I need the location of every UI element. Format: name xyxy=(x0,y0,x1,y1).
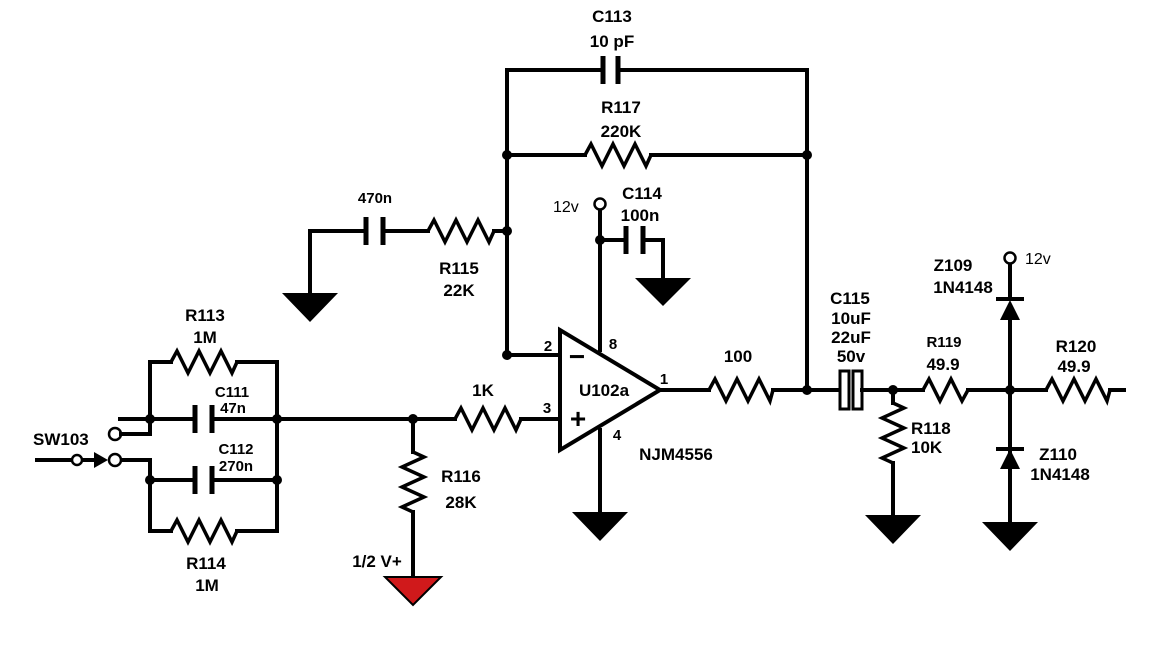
label-r113-ref: R113 xyxy=(185,306,225,325)
feedback-resistor-r117 xyxy=(505,140,809,171)
resistor-1k xyxy=(453,404,559,435)
half-supply-reference-symbol xyxy=(382,576,444,607)
capacitor-c112 xyxy=(118,458,279,494)
input-node-wire xyxy=(275,417,457,482)
label-c114-ref: C114 xyxy=(622,184,662,203)
diode-z109 xyxy=(996,263,1024,465)
label-c113-value: 10 pF xyxy=(590,32,634,51)
ground-symbol xyxy=(282,293,338,322)
label-r117-ref: R117 xyxy=(601,98,641,117)
ground-symbol xyxy=(635,278,691,306)
feedback-capacitor-c113 xyxy=(505,56,809,157)
label-c115-value-2: 22uF xyxy=(831,328,871,347)
diode-z110 xyxy=(996,447,1024,524)
label-c112-value: 270n xyxy=(219,458,253,475)
label-100-value: 100 xyxy=(724,347,752,366)
resistor-r114 xyxy=(148,478,279,547)
ground-symbol xyxy=(865,515,921,544)
pin-number-4: 4 xyxy=(613,427,622,444)
label-c113-ref: C113 xyxy=(592,7,632,26)
label-njm4556: NJM4556 xyxy=(639,445,713,464)
label-r115-value: 22K xyxy=(443,281,475,300)
label-470n-value: 470n xyxy=(358,190,392,207)
label-z109-value: 1N4148 xyxy=(933,278,993,297)
label-r116-value: 28K xyxy=(445,493,477,512)
capacitor-c115 xyxy=(838,369,925,411)
label-r113-value: 1M xyxy=(193,328,217,347)
label-r118-ref: R118 xyxy=(911,419,951,438)
resistor-r120 xyxy=(1044,375,1126,406)
supply-terminal-12v xyxy=(593,197,607,211)
capacitor-470n xyxy=(308,217,430,307)
label-r115-ref: R115 xyxy=(439,259,479,278)
label-c115-ref: C115 xyxy=(830,289,870,308)
label-z110-value: 1N4148 xyxy=(1030,465,1090,484)
label-c111-value: 47n xyxy=(220,400,246,417)
label-z110-ref: Z110 xyxy=(1039,445,1077,464)
opamp-u102a xyxy=(558,326,664,454)
label-supply-12v: 12v xyxy=(1025,251,1051,268)
label-r120-value: 49.9 xyxy=(1057,357,1090,376)
label-r114-value: 1M xyxy=(195,576,219,595)
resistor-r116 xyxy=(397,417,429,579)
opamp-noninverting-sign: + xyxy=(570,403,586,434)
resistor-r113 xyxy=(148,347,279,421)
label-c111-ref: C111 xyxy=(215,384,249,401)
label-supply-12v: 12v xyxy=(553,199,579,216)
label-c114-value: 100n xyxy=(621,206,660,225)
label-r116-ref: R116 xyxy=(441,467,481,486)
label-r119-ref: R119 xyxy=(926,334,961,351)
label-z109-ref: Z109 xyxy=(934,256,973,275)
pin-number-8: 8 xyxy=(609,336,617,353)
resistor-r115 xyxy=(426,216,509,247)
pin-number-2: 2 xyxy=(544,338,552,355)
label-sw103: SW103 xyxy=(33,430,89,449)
capacitor-c111 xyxy=(118,405,279,433)
opamp-inverting-sign: − xyxy=(569,341,585,372)
label-half-supply: 1/2 V+ xyxy=(352,552,402,571)
label-c115-value-3: 50v xyxy=(837,347,866,366)
ground-symbol xyxy=(982,522,1038,551)
resistor-r119 xyxy=(921,375,1048,405)
label-r117-value: 220K xyxy=(601,122,642,141)
label-1k-value: 1K xyxy=(472,381,494,400)
supply-terminal-12v xyxy=(1003,251,1017,265)
label-c112-ref: C112 xyxy=(218,441,253,458)
label-r114-ref: R114 xyxy=(186,554,226,573)
junction-dots xyxy=(145,150,1015,485)
decoupling-capacitor-c114 xyxy=(598,226,665,280)
ground-symbol xyxy=(572,512,628,541)
label-r118-value: 10K xyxy=(911,438,943,457)
resistor-r118 xyxy=(877,388,909,517)
label-c115-value-1: 10uF xyxy=(831,309,871,328)
pin-number-3: 3 xyxy=(543,400,551,417)
pin-number-1: 1 xyxy=(660,371,668,388)
label-u102a: U102a xyxy=(579,381,630,400)
label-r119-value: 49.9 xyxy=(926,355,959,374)
label-r120-ref: R120 xyxy=(1056,337,1097,356)
